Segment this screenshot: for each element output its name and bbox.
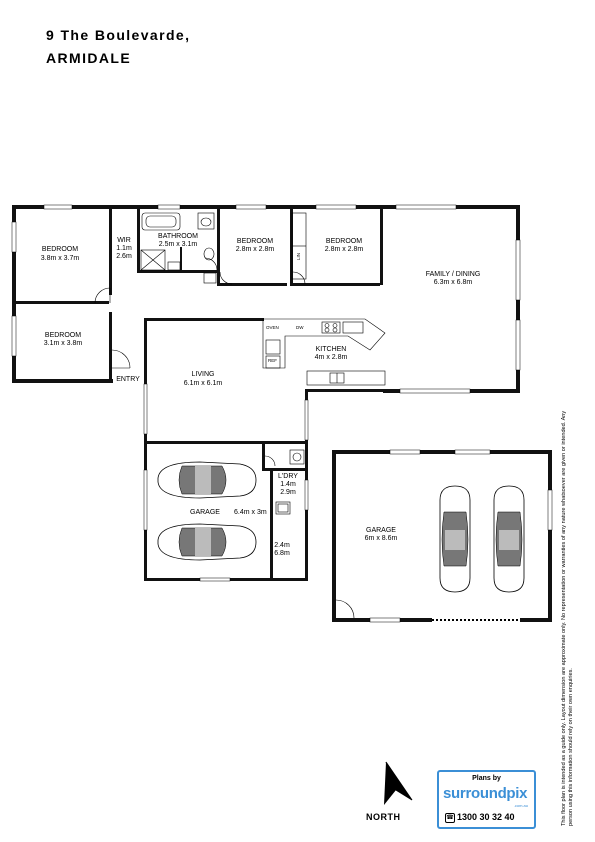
storage-size-2: 6.8m [274,550,290,557]
brand-logo: Plans by surroundpix .com.au ☎ 1300 30 3… [437,770,536,829]
kitchen-name: KITCHEN [316,346,347,353]
brand-plans-by: Plans by [472,775,501,782]
north-arrow-icon [384,761,413,805]
disclaimer-text: This floor plan is intended as a guide o… [561,410,574,826]
kitchen-size: 4m x 2.8m [315,354,348,361]
family-size: 6.3m x 6.8m [434,279,473,286]
phone-icon: ☎ [445,813,455,823]
garage-1-size: 6.4m x 3m [234,509,267,516]
bathroom-name: BATHROOM [158,233,198,240]
bedroom-2-name: BEDROOM [45,332,81,339]
doors [94,257,355,619]
bedroom-2-size: 3.1m x 3.8m [44,340,83,347]
bedroom-1-name: BEDROOM [42,246,78,253]
laundry-size-1: 1.4m [280,481,296,488]
linen-label: LIN [296,253,301,260]
car-icon [493,485,525,593]
address-line-2: ARMIDALE [46,50,132,66]
car-icon [157,461,257,499]
garage-2-name: GARAGE [366,527,396,534]
windows [11,204,553,623]
car-icon [439,485,471,593]
wir-size-2: 2.6m [116,253,132,260]
garage-1-name: GARAGE [190,509,220,516]
fridge-label: REF [268,358,277,363]
garage-2-size: 6m x 8.6m [365,535,398,542]
brand-name: surroundpix [443,785,528,802]
bathroom-size: 2.5m x 3.1m [159,241,198,248]
address-title: 9 The Boulevarde, ARMIDALE [46,24,190,70]
living-name: LIVING [192,371,215,378]
wir-size-1: 1.1m [116,245,132,252]
north-label: NORTH [366,812,401,822]
laundry-fixtures [275,449,305,515]
wir-name: WIR [117,237,131,244]
kitchen-fixtures [262,318,386,386]
garage-1-walls [144,441,308,581]
fixture-labels: REF OVEN DW LIN [266,253,304,363]
address-line-1: 9 The Boulevarde, [46,27,191,43]
family-name: FAMILY / DINING [426,271,481,278]
oven-label: OVEN [266,325,279,330]
bedroom-4-name: BEDROOM [326,238,362,245]
car-icon [157,523,257,561]
laundry-name: L'DRY [278,473,298,480]
dishwasher-label: DW [296,325,304,330]
living-size: 6.1m x 6.1m [184,380,223,387]
brand-sub: .com.au [513,803,528,808]
bedroom-4-size: 2.8m x 2.8m [325,246,364,253]
storage-size-1: 2.4m [274,542,290,549]
entry-name: ENTRY [116,376,140,383]
bedroom-1-size: 3.8m x 3.7m [41,255,80,262]
laundry-size-2: 2.9m [280,489,296,496]
bedroom-3-name: BEDROOM [237,238,273,245]
bedroom-3-size: 2.8m x 2.8m [236,246,275,253]
bathroom-fixtures [140,212,307,284]
room-labels: BEDROOM 3.8m x 3.7m BEDROOM 3.1m x 3.8m … [41,233,481,557]
brand-phone: 1300 30 32 40 [457,812,515,822]
